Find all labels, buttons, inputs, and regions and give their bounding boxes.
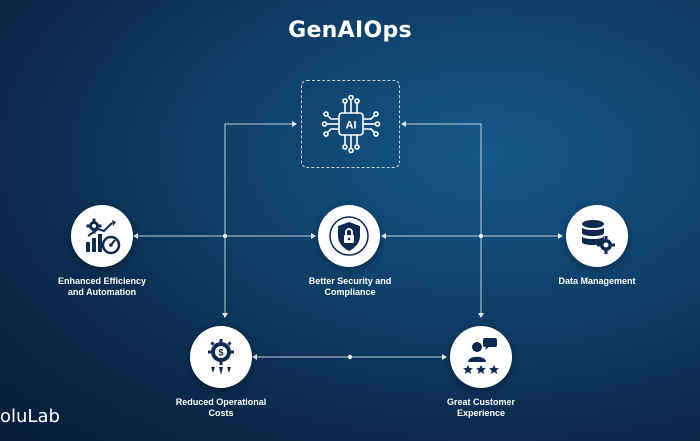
diagram-title: GenAIOps [288, 18, 412, 43]
arrow-to-ai-right [401, 121, 406, 127]
shield-lock-icon [329, 216, 369, 256]
arrow-to-customer [442, 354, 447, 360]
label-costs: Reduced Operational Costs [175, 397, 267, 418]
arrow-to-efficiency [133, 233, 138, 239]
ai-chip-label: AI [345, 120, 356, 132]
node-efficiency [71, 205, 133, 267]
label-security: Better Security and Compliance [308, 276, 392, 297]
label-data: Data Management [558, 276, 636, 286]
node-costs: $ [190, 326, 252, 388]
person-chat-stars-icon [463, 338, 499, 374]
gear-chart-gauge-icon [86, 218, 121, 255]
brand-logo-text: oluLab [0, 406, 60, 427]
arrow-to-customer-top [478, 313, 484, 318]
arrow-to-costs [252, 354, 257, 360]
arrow-to-ai-left [292, 121, 297, 127]
ai-core-box: AI [301, 80, 400, 168]
arrow-to-costs-top [222, 313, 228, 318]
connector-ai-costs [224, 123, 292, 315]
svg-text:$: $ [218, 348, 223, 358]
label-customer: Great Customer Experience [446, 397, 516, 418]
junction-dot [347, 354, 353, 360]
arrow-to-data [558, 233, 563, 239]
ai-chip-icon: AI [321, 94, 380, 154]
node-data [566, 205, 628, 267]
junction-dot [478, 233, 484, 239]
label-efficiency: Enhanced Efficiency and Automation [57, 276, 147, 297]
connector-ai-customer [406, 123, 482, 315]
database-gear-icon [582, 220, 615, 254]
node-security [318, 205, 380, 267]
junction-dot [222, 233, 228, 239]
dollar-gear-icon: $ [208, 339, 234, 375]
arrow-to-security-right [381, 233, 386, 239]
node-customer [450, 326, 512, 388]
arrow-to-security [311, 233, 316, 239]
